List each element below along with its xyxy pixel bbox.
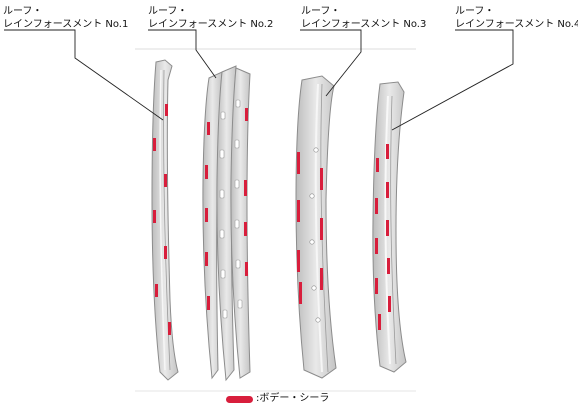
sealer-mark (205, 165, 208, 179)
sealer-mark (386, 182, 389, 198)
sealer-mark (207, 296, 210, 310)
sealer-mark (244, 180, 247, 196)
sealer-mark (205, 208, 208, 222)
sealer-mark (164, 174, 167, 187)
label-no3-line2: レインフォースメント No.3 (301, 19, 427, 30)
sealer-mark (375, 198, 378, 214)
sealer-mark (164, 246, 167, 259)
sealer-mark (375, 278, 378, 294)
sealer-mark (297, 250, 300, 272)
sealer-swatch (226, 395, 253, 403)
sealer-mark (386, 144, 389, 159)
sealer-mark (165, 104, 168, 116)
label-no2: ルーフ・ レインフォースメント No.2 (148, 5, 273, 31)
leader-line-no3 (300, 29, 362, 97)
leader-line-no1 (4, 29, 164, 121)
legend: :ボデー・シーラ (226, 393, 329, 405)
sealer-mark (297, 200, 300, 222)
sealer-mark (320, 218, 323, 240)
label-no1-line2: レインフォースメント No.1 (3, 19, 129, 30)
label-no4-line2: レインフォースメント No.4 (455, 19, 578, 30)
sealer-mark (207, 122, 210, 135)
label-no2-line1: ルーフ・ (148, 6, 188, 17)
sealer-mark (386, 220, 389, 236)
roof-reinforcement-no3 (295, 75, 337, 379)
sealer-mark (375, 238, 378, 254)
sealer-mark (378, 314, 381, 330)
sealer-mark (388, 296, 391, 312)
sealer-mark (153, 138, 156, 151)
roof-reinforcement-no1 (151, 59, 179, 381)
sealer-mark (320, 168, 323, 190)
sealer-mark (320, 268, 323, 290)
roof-reinforcement-no2 (202, 65, 251, 382)
legend-label: :ボデー・シーラ (256, 393, 330, 404)
sealer-mark (168, 322, 171, 335)
label-no2-line2: レインフォースメント No.2 (148, 19, 274, 30)
label-no3: ルーフ・ レインフォースメント No.3 (301, 5, 426, 31)
sealer-mark (299, 282, 302, 304)
roof-reinforcement-no4 (372, 81, 407, 373)
sealer-mark (297, 152, 300, 174)
leader-line-no2 (148, 29, 217, 79)
sealer-mark (155, 284, 158, 297)
sealer-mark (245, 108, 248, 121)
sealer-mark (376, 158, 379, 172)
sealer-mark (387, 258, 390, 274)
leader-line-no4 (391, 29, 514, 131)
sealer-mark (153, 210, 156, 223)
label-no1: ルーフ・ レインフォースメント No.1 (3, 5, 128, 31)
sealer-mark (244, 222, 247, 236)
label-no3-line1: ルーフ・ (301, 6, 341, 17)
sealer-mark (205, 252, 208, 266)
label-no1-line1: ルーフ・ (3, 6, 43, 17)
label-no4: ルーフ・ レインフォースメント No.4 (455, 5, 578, 31)
label-no4-line1: ルーフ・ (455, 6, 495, 17)
sealer-mark (245, 262, 248, 276)
